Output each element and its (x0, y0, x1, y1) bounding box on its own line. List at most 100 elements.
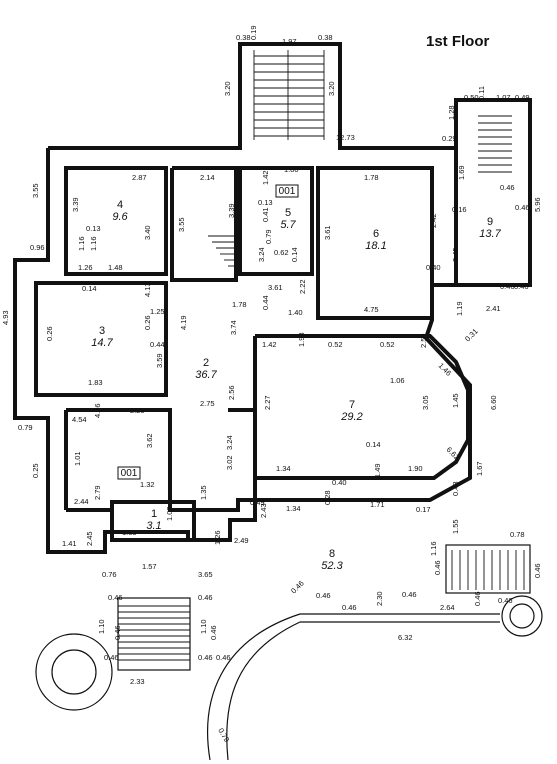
stair-treads (118, 50, 525, 661)
dimension-label: 3.20 (223, 81, 232, 96)
dimension-label: 4.13 (143, 282, 152, 297)
room-7-wall (253, 334, 470, 480)
room-number: 7 (349, 399, 355, 411)
dimension-label: 0.38 (236, 33, 251, 42)
room-label-4: 4 9.6 (112, 199, 128, 223)
dimension-label: 1.83 (88, 378, 103, 387)
dimension-label: 1.78 (232, 300, 247, 309)
dimension-label: 1.06 (390, 376, 405, 385)
dimension-label: 2.41 (486, 304, 501, 313)
dimension-label: 4.54 (72, 415, 87, 424)
dimension-label: 0.50 (464, 93, 479, 102)
dimension-label: 0.26 (45, 326, 54, 341)
dimension-label: 0.46 (515, 203, 530, 212)
dimension-label: 1.69 (457, 165, 466, 180)
dimension-label: 0.52 (380, 340, 395, 349)
dimension-label: 0.46 (342, 603, 357, 612)
dimension-label: 2.79 (93, 485, 102, 500)
dimension-label: 2.45 (451, 247, 460, 262)
dimension-label: 1.16 (77, 236, 86, 251)
dimension-label: 2.59 (419, 333, 428, 348)
dimension-label: 0.46 (533, 563, 542, 578)
room-area: 3.1 (146, 520, 161, 532)
room-area: 52.3 (321, 560, 343, 572)
dimension-label: 1.57 (142, 562, 157, 571)
dimension-label: 1.01 (73, 451, 82, 466)
dimension-label: 1.19 (455, 301, 464, 316)
dimension-label: 1.97 (282, 37, 297, 46)
column-round (509, 603, 535, 629)
dimension-label: 2.49 (234, 536, 249, 545)
room-number: 3 (99, 325, 105, 337)
room-9-wall (454, 148, 530, 287)
dimension-label: 2.43 (259, 503, 268, 518)
dimension-label: 4.56 (93, 403, 102, 418)
floor-title: 1st Floor (426, 33, 490, 50)
dimension-label: 2.22 (298, 279, 307, 294)
tag-label: 001 (121, 468, 138, 479)
dimension-label: 2.30 (375, 591, 384, 606)
dimension-label: 0.44 (261, 295, 270, 310)
dimension-label: 1.55 (451, 519, 460, 534)
dimension-label: 0.62 (274, 248, 289, 257)
dimension-label: 1.41 (62, 539, 77, 548)
south-stair (117, 597, 191, 671)
dimension-label: 1.83 (122, 528, 137, 537)
dimension-label: 1.02 (165, 506, 174, 521)
dimension-label: 0.17 (416, 505, 431, 514)
dimension-label: 0.26 (143, 315, 152, 330)
room-5-wall (238, 166, 314, 276)
terrace-edge (207, 613, 500, 761)
dimension-label: 0.29 (442, 134, 457, 143)
east-steps (445, 544, 531, 594)
dimension-label: 0.14 (290, 247, 299, 262)
room-number: 1 (151, 508, 157, 520)
dimension-label: 0.14 (366, 440, 381, 449)
room-number: 8 (329, 548, 335, 560)
room-label-2: 2 36.7 (195, 357, 217, 381)
tag-box (275, 184, 299, 198)
dimension-label: 12.73 (336, 133, 355, 142)
dimension-label: 3.24 (225, 435, 234, 450)
dimension-label: 0.38 (318, 33, 333, 42)
stair-block-wall (238, 42, 342, 148)
room-number: 5 (285, 207, 291, 219)
dimension-label: 1.07 (496, 93, 511, 102)
dimension-label: 0.46 (198, 593, 213, 602)
tag-box (117, 466, 141, 480)
room-area: 13.7 (479, 228, 501, 240)
dimension-label: 2.45 (85, 531, 94, 546)
dimension-label: 0.11 (477, 86, 486, 100)
column-round (501, 595, 543, 637)
dimension-label: 0.46 (209, 625, 218, 640)
dimension-label: 0.49 (515, 93, 530, 102)
dimension-label: 0.19 (249, 25, 258, 40)
dimension-label: 0.14 (82, 284, 97, 293)
dimension-label: 1.42 (262, 340, 277, 349)
dimension-label: 0.46 (500, 183, 515, 192)
dimension-label: 1.10 (199, 619, 208, 634)
dimension-label: 2.75 (200, 399, 215, 408)
dimension-label: 1.34 (276, 464, 291, 473)
dimension-label: 0.44 (150, 340, 165, 349)
dimension-label: 0.13 (86, 224, 101, 233)
room-area: 36.7 (195, 369, 217, 381)
room-4-wall (64, 166, 168, 276)
dimension-label: 3.05 (421, 395, 430, 410)
dimension-label: 2.14 (200, 173, 215, 182)
dimension-label: 1.78 (364, 173, 379, 182)
room-number: 6 (373, 228, 379, 240)
dimension-label: 0.46 (216, 653, 231, 662)
room-label-3: 3 14.7 (91, 325, 113, 349)
dimension-label: 1.34 (286, 504, 301, 513)
room-label-6: 6 18.1 (365, 228, 386, 252)
dimension-label: 0.46 (514, 282, 529, 291)
dimension-label: 3.59 (155, 353, 164, 368)
dimension-label: 6.60 (489, 395, 498, 410)
room-area: 5.7 (280, 219, 296, 231)
stair-hall-wall (170, 166, 238, 282)
dimension-label: 0.76 (102, 570, 117, 579)
dimension-label: 0.46 (108, 593, 123, 602)
room-1-wall (110, 500, 196, 542)
dimension-label: 3.40 (143, 225, 152, 240)
